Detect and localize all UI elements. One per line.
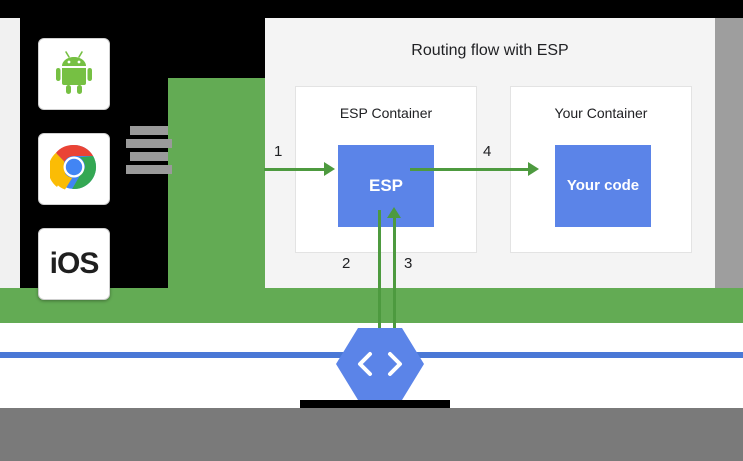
arrow-4-label: 4 [483, 143, 492, 160]
arrow-3-head [387, 207, 401, 218]
your-code-node: Your code [555, 145, 651, 227]
top-black-band [0, 0, 743, 18]
arrow-1-head [324, 162, 335, 176]
arrow-2-label: 2 [342, 255, 351, 272]
esp-node: ESP [338, 145, 434, 227]
client-tile-chrome [38, 133, 110, 205]
arrow-1-line [264, 168, 324, 171]
bottom-grey-band [0, 408, 743, 461]
esp-container-label: ESP Container [339, 105, 433, 121]
panel-title: Routing flow with ESP [411, 42, 569, 59]
endpoints-hexagon-icon [336, 326, 424, 402]
client-tile-ios: iOS [38, 228, 110, 300]
arrow-4-line [410, 168, 528, 171]
left-white-band [0, 18, 20, 288]
arrow-4-head [528, 162, 539, 176]
android-icon [51, 49, 97, 100]
chrome-icon [48, 143, 98, 196]
client-tile-android [38, 38, 110, 110]
esp-container-box: ESP Container ESP [295, 86, 477, 253]
ios-label: iOS [49, 247, 100, 280]
arrow-1-label: 1 [274, 143, 283, 160]
your-container-label: Your Container [554, 105, 648, 121]
arrow-2-line [378, 210, 381, 330]
green-horizontal-band [0, 288, 743, 323]
grey-placeholder-icon [126, 126, 172, 182]
routing-flow-panel: Routing flow with ESP ESP Container ESP … [265, 18, 715, 288]
arrow-3-line [393, 216, 396, 330]
green-vertical-band [168, 78, 266, 313]
right-grey-band [715, 18, 743, 288]
arrow-3-label: 3 [404, 255, 413, 272]
your-container-box: Your Container Your code [510, 86, 692, 253]
